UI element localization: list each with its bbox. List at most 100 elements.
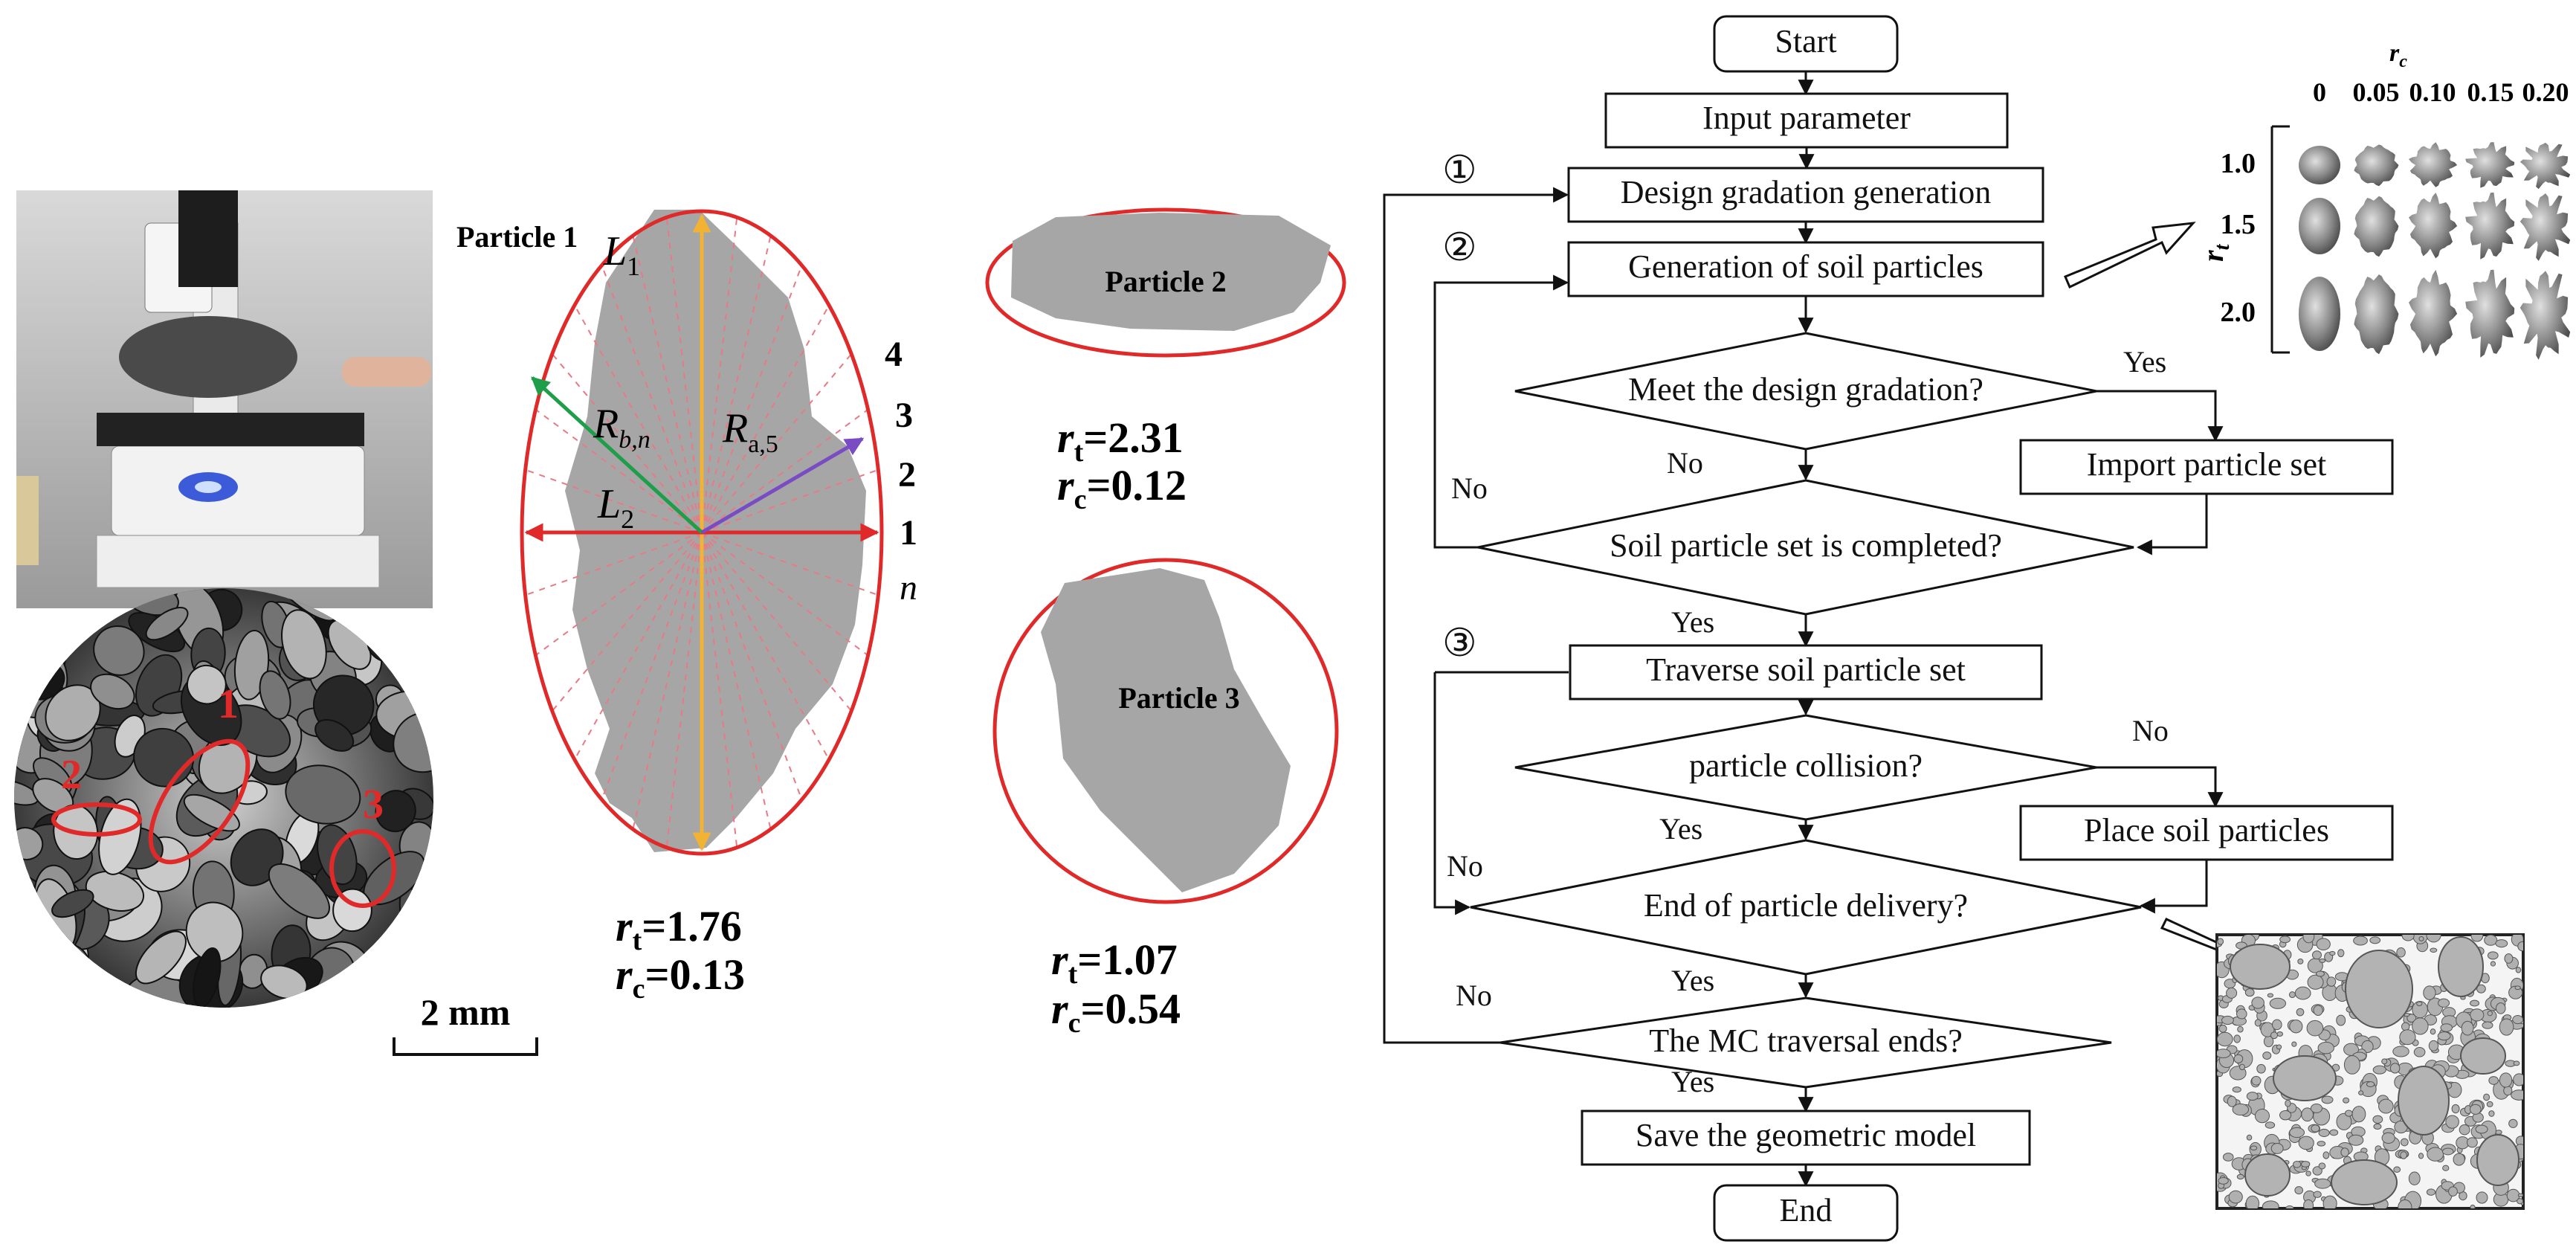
grid-particle	[2519, 142, 2571, 190]
mesh-small-particle	[2293, 1161, 2302, 1168]
rt-tick-0: 1.0	[2221, 148, 2256, 179]
mesh-small-particle	[2313, 1005, 2323, 1016]
mesh-small-particle	[2300, 1161, 2311, 1168]
mesh-small-particle	[2318, 1162, 2326, 1170]
grid-particle	[2465, 142, 2515, 188]
mesh-small-particle	[2288, 991, 2296, 999]
mesh-small-particle	[2389, 1063, 2401, 1074]
flow-traverse-label: Traverse soil particle set	[1646, 651, 1966, 688]
mesh-small-particle	[2279, 1110, 2292, 1121]
mesh-small-particle	[2272, 1019, 2282, 1031]
mesh-small-particle	[2412, 1017, 2429, 1035]
mesh-small-particle	[2418, 1153, 2424, 1159]
micrograph-grain	[378, 966, 422, 1008]
mesh-small-particle	[2488, 1110, 2495, 1117]
mesh-small-particle	[2470, 1204, 2476, 1208]
mesh-large-particle	[2244, 1153, 2291, 1197]
micrograph-highlight-1	[148, 738, 251, 865]
mesh-small-particle	[2307, 974, 2324, 990]
mesh-small-particle	[2495, 939, 2508, 948]
micrograph-grain	[85, 870, 145, 912]
mesh-small-particle	[2513, 1073, 2523, 1086]
mesh-large-particle	[2345, 950, 2413, 1028]
grid-particle	[2409, 142, 2458, 187]
micrograph-grain	[90, 673, 135, 710]
mesh-small-particle	[2512, 1014, 2523, 1025]
particle-1-ray	[632, 235, 703, 533]
mesh-small-particle	[2487, 951, 2499, 960]
mesh-small-particle	[2517, 1198, 2523, 1205]
rc-tick-3: 0.15	[2467, 77, 2514, 107]
mesh-small-particle	[2246, 1134, 2253, 1141]
mesh-small-particle	[2353, 935, 2368, 946]
mesh-small-particle	[2400, 1138, 2409, 1147]
mesh-small-particle	[2381, 1132, 2395, 1144]
mesh-small-particle	[2476, 1191, 2488, 1204]
micrograph-grain	[135, 930, 187, 985]
mesh-small-particle	[2285, 1099, 2291, 1107]
micrograph: 1 2 3	[14, 588, 433, 1008]
particle-1-ra-label: Ra,5	[722, 405, 778, 458]
mesh-small-particle	[2440, 1023, 2453, 1032]
mesh-small-particle	[2298, 1136, 2314, 1150]
mesh-small-particle	[2291, 1041, 2297, 1047]
mesh-small-particle	[2336, 1112, 2352, 1130]
mesh-small-particle	[2270, 1031, 2279, 1040]
micrograph-grain	[51, 889, 94, 918]
mesh-small-particle	[2511, 1089, 2523, 1101]
mesh-small-particle	[2238, 1063, 2245, 1071]
micrograph-grain	[14, 633, 44, 697]
mesh-small-particle	[2226, 987, 2238, 999]
mesh-small-particle	[2398, 1199, 2412, 1208]
mesh-small-particle	[2233, 1054, 2244, 1064]
flow-import-set	[2019, 439, 2394, 495]
mesh-small-particle	[2285, 1205, 2294, 1208]
mesh-small-particle	[2366, 1081, 2375, 1087]
particle-1-rt: rt=1.76	[616, 902, 742, 956]
mesh-small-particle	[2470, 999, 2480, 1007]
mesh-small-particle	[2515, 967, 2522, 973]
shape-grid-rt-title: rt	[2196, 243, 2234, 262]
mesh-small-particle	[2256, 1063, 2266, 1074]
scale-bar-label: 2 mm	[421, 991, 511, 1033]
flow-design-gradation	[1567, 167, 2044, 223]
mesh-small-particle	[2289, 1127, 2305, 1139]
particle-1-l2-label: L2	[597, 481, 634, 534]
mesh-small-particle	[2312, 1166, 2322, 1176]
particle-1-ray	[701, 235, 772, 533]
mesh-small-particle	[2232, 1103, 2250, 1116]
micrograph-grain	[314, 718, 355, 752]
mesh-small-particle	[2451, 1104, 2460, 1114]
mesh-small-particle	[2483, 1093, 2491, 1101]
grid-particle	[2354, 196, 2399, 257]
particle-1-ra-radius	[700, 437, 865, 535]
micrograph-grain	[268, 863, 331, 919]
mesh-small-particle	[2236, 1008, 2247, 1020]
rt-tick-1: 1.5	[2221, 209, 2256, 240]
particle-1-bounding-ellipse	[520, 209, 884, 856]
mesh-small-particle	[2490, 961, 2496, 967]
particle-1-ray	[535, 408, 703, 533]
micrograph-grain	[185, 901, 244, 963]
mesh-small-particle	[2250, 1145, 2258, 1151]
micrograph-grain	[317, 824, 358, 886]
mesh-small-particle	[2254, 1109, 2270, 1124]
mesh-small-particle	[2265, 1121, 2276, 1129]
ray-index-1: 1	[900, 513, 917, 553]
particle-1-rc: rc=0.13	[616, 950, 745, 1005]
flow-set-completed-label: Soil particle set is completed?	[1610, 527, 2002, 564]
grid-particle	[2519, 271, 2571, 360]
grid-particle	[2354, 144, 2399, 187]
mesh-small-particle	[2372, 1115, 2383, 1124]
shape-grid: rc 0 0.05 0.10 0.15 0.20 rt 1.0 1.5 2.0	[2196, 39, 2571, 360]
edge-no-collision: No	[2132, 714, 2169, 747]
shape-grid-rc-title: rc	[2389, 39, 2407, 71]
flowchart: Start Input parameter ① Design gradation…	[1383, 15, 2394, 1242]
micrograph-label-1: 1	[218, 681, 239, 727]
mesh-small-particle	[2412, 935, 2428, 944]
mesh-large-particle	[2438, 936, 2484, 997]
particle-2-rt: rt=2.31	[1057, 413, 1184, 468]
step-marker-1: ①	[1442, 149, 1477, 192]
particle-1-ray	[701, 408, 869, 533]
